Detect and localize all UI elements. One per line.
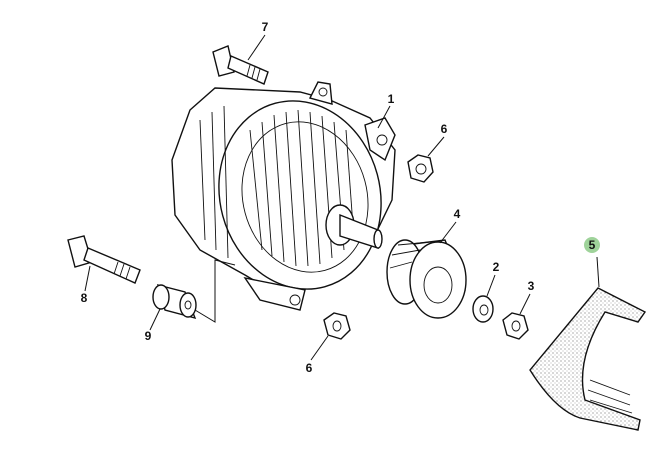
nut-bottom[interactable] <box>323 312 351 340</box>
bolt-top[interactable] <box>212 45 269 85</box>
callout-1: 1 <box>388 92 395 106</box>
callout-5: 5 <box>589 238 596 252</box>
callout-8: 8 <box>81 291 88 305</box>
callout-4: 4 <box>454 207 461 221</box>
washer[interactable] <box>472 295 494 323</box>
alternator[interactable] <box>171 81 402 311</box>
pulley[interactable] <box>386 239 467 319</box>
bolt-lower[interactable] <box>67 235 141 284</box>
callout-6-top: 6 <box>441 122 448 136</box>
callout-3: 3 <box>528 279 535 293</box>
nut-shaft[interactable] <box>502 312 529 340</box>
highlight-marker <box>584 237 600 253</box>
callout-7: 7 <box>262 20 269 34</box>
nut-top[interactable] <box>407 154 434 183</box>
callout-2: 2 <box>493 260 500 274</box>
callout-6-bottom: 6 <box>306 361 313 375</box>
bushing[interactable] <box>152 284 197 320</box>
belt[interactable] <box>529 287 647 431</box>
callout-9: 9 <box>145 329 152 343</box>
